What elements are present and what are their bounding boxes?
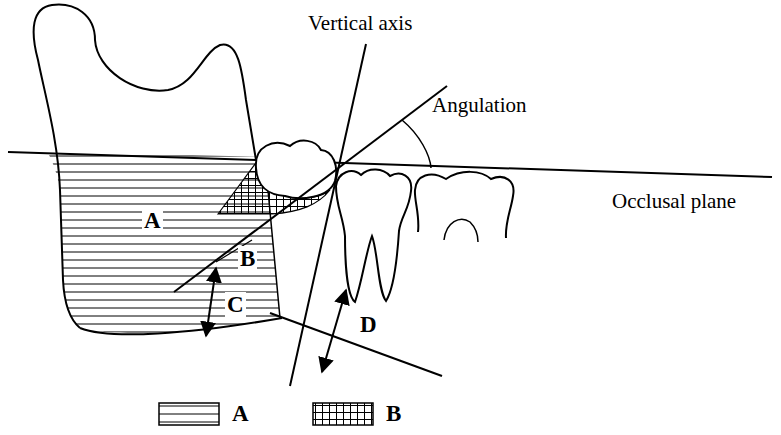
- legend-label: A: [230, 401, 251, 426]
- region-label: B: [238, 246, 257, 271]
- dimension-label: C: [225, 292, 246, 317]
- region-label: A: [142, 208, 163, 233]
- legend-label: B: [384, 401, 403, 426]
- dimension-label: D: [358, 312, 379, 337]
- legend-swatch: [158, 402, 220, 426]
- legend-swatch: [312, 402, 374, 426]
- plane-label: Occlusal plane: [612, 190, 736, 213]
- axis-label: Vertical axis: [308, 12, 412, 35]
- angle-label: Angulation: [432, 94, 527, 117]
